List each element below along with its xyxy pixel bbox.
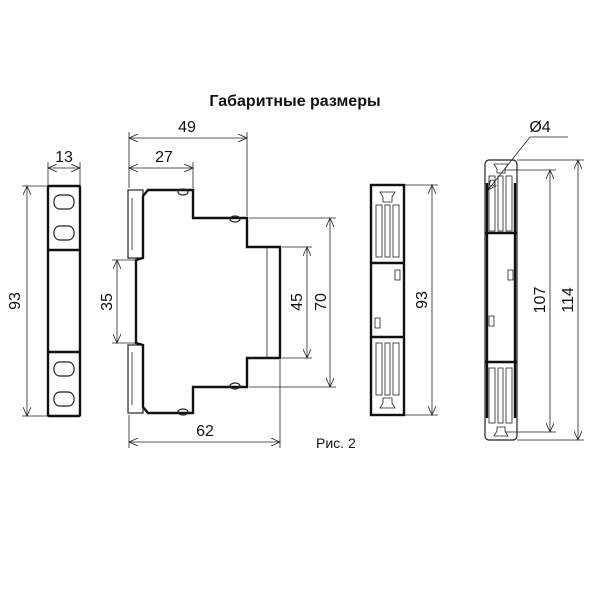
- figure-caption: Рис. 2: [316, 435, 356, 451]
- dim-height-70: 70: [313, 293, 330, 311]
- dim-depth-49: 49: [178, 119, 196, 136]
- front-view: 13 93: [7, 149, 82, 418]
- dim-rail-35: 35: [99, 293, 116, 311]
- mount-view: Ø4 107 114: [484, 119, 584, 440]
- dim-height-45: 45: [289, 293, 306, 311]
- dim-height-93-front: 93: [7, 292, 24, 310]
- dim-width-13: 13: [55, 149, 73, 166]
- dim-depth-27: 27: [155, 149, 173, 166]
- dim-hole-pitch-107: 107: [532, 287, 549, 314]
- side-view: 49 27 35 45 70 62: [99, 119, 336, 448]
- drawing-title: Габаритные размеры: [209, 93, 380, 110]
- dim-hole-diameter: Ø4: [529, 119, 550, 136]
- dim-height-93-back: 93: [414, 291, 431, 309]
- dim-depth-62: 62: [196, 423, 214, 440]
- dim-height-114: 114: [560, 287, 577, 313]
- back-view: 93: [369, 183, 438, 417]
